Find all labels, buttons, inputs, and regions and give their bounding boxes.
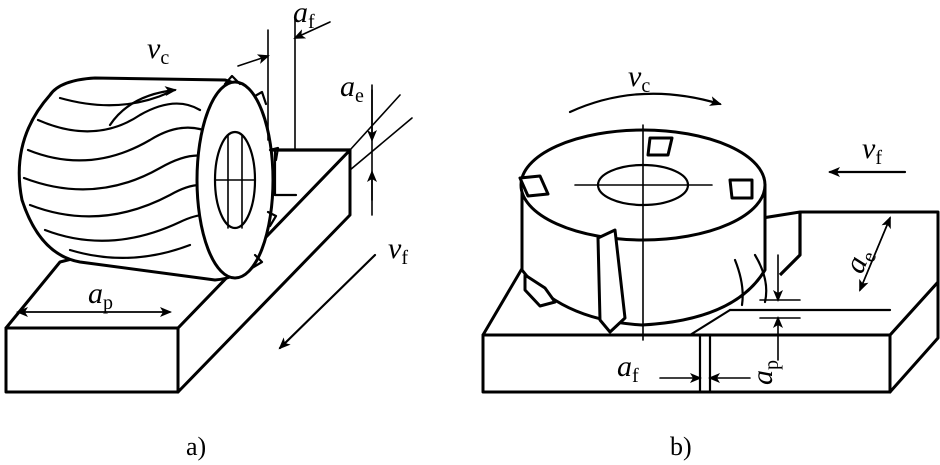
ae-dimension-a	[349, 84, 413, 216]
vc-arrow-b	[568, 92, 722, 114]
caption-b: b)	[670, 432, 692, 461]
svg-text:ap: ap	[746, 360, 783, 385]
svg-text:af: af	[293, 0, 315, 33]
figure-b: vc vf ae ap	[481, 60, 940, 461]
af-dimension-a	[237, 17, 331, 151]
vc-label-b: vc	[628, 60, 650, 97]
af-label-b: af	[617, 350, 639, 387]
vc-label-a: vc	[147, 32, 169, 69]
svg-text:vc: vc	[628, 60, 650, 97]
caption-a: a)	[186, 432, 206, 461]
svg-text:vf: vf	[388, 232, 408, 269]
svg-text:ae: ae	[340, 70, 364, 107]
af-label-a: af	[293, 0, 315, 33]
helical-cutter	[17, 74, 280, 282]
svg-text:vc: vc	[147, 32, 169, 69]
ae-dimension-b	[859, 216, 891, 292]
vf-arrow-a	[278, 253, 377, 350]
figure-a: vc af ae vf	[4, 0, 413, 461]
vf-label-b: vf	[862, 132, 882, 169]
vf-label-a: vf	[388, 232, 408, 269]
ap-label-b: ap	[746, 360, 783, 385]
ap-dimension-b	[759, 254, 801, 361]
svg-text:ap: ap	[88, 277, 113, 314]
ae-label-a: ae	[340, 70, 364, 107]
face-milling-cutter	[518, 124, 768, 341]
svg-text:af: af	[617, 350, 639, 387]
vc-arrow-a	[108, 86, 177, 127]
ap-label-a: ap	[88, 277, 113, 314]
svg-text:vf: vf	[862, 132, 882, 169]
